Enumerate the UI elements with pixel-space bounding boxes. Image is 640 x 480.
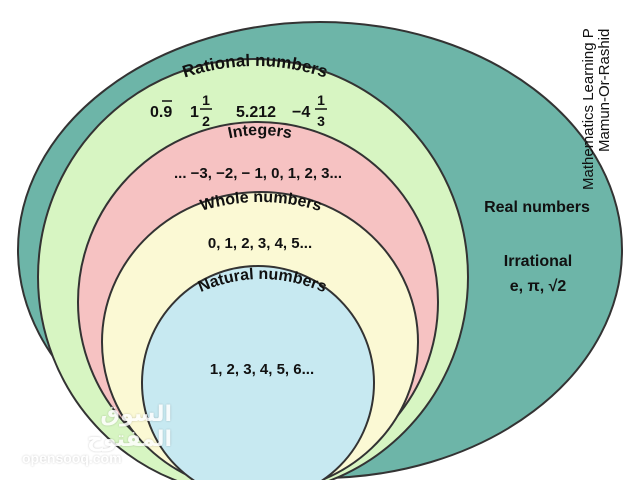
rational-example-negative-numerator: 1 — [317, 92, 325, 108]
credit-line-title: Mathematics Learning P — [580, 28, 597, 190]
credit-line-author: Mamun-Or-Rashid — [596, 28, 613, 152]
integers-title: Integers — [226, 122, 293, 142]
natural-numbers-set — [141, 265, 375, 480]
watermark-latin: opensooq.com — [22, 450, 122, 466]
integers-examples: ... −3, −2, − 1, 0, 1, 2, 3... — [174, 165, 342, 182]
rational-examples: 0.9 1 1 2 5.212 −4 1 3 — [150, 92, 327, 129]
irrational-examples: e, π, √2 — [510, 278, 567, 295]
rational-example-mixed-numerator: 1 — [202, 92, 210, 108]
rational-example-negative-whole: −4 — [292, 104, 310, 121]
real-numbers-title: Real numbers — [484, 199, 590, 216]
whole-numbers-examples: 0, 1, 2, 3, 4, 5... — [208, 235, 312, 252]
natural-numbers-examples: 1, 2, 3, 4, 5, 6... — [210, 361, 314, 378]
rational-example-mixed-whole: 1 — [190, 104, 199, 121]
rational-example-mixed-denominator: 2 — [202, 113, 210, 129]
author-credit: Mathematics Learning P Mamun-Or-Rashid — [568, 0, 640, 200]
rational-example-negative-denominator: 3 — [317, 113, 325, 129]
opensooq-watermark: السوق المفتوح opensooq.com — [22, 402, 182, 466]
rational-example-decimal: 5.212 — [236, 104, 276, 121]
rational-example-repeating: 0.9 — [150, 104, 172, 121]
irrational-title: Irrational — [504, 253, 572, 270]
watermark-arabic: السوق المفتوح — [86, 402, 172, 452]
